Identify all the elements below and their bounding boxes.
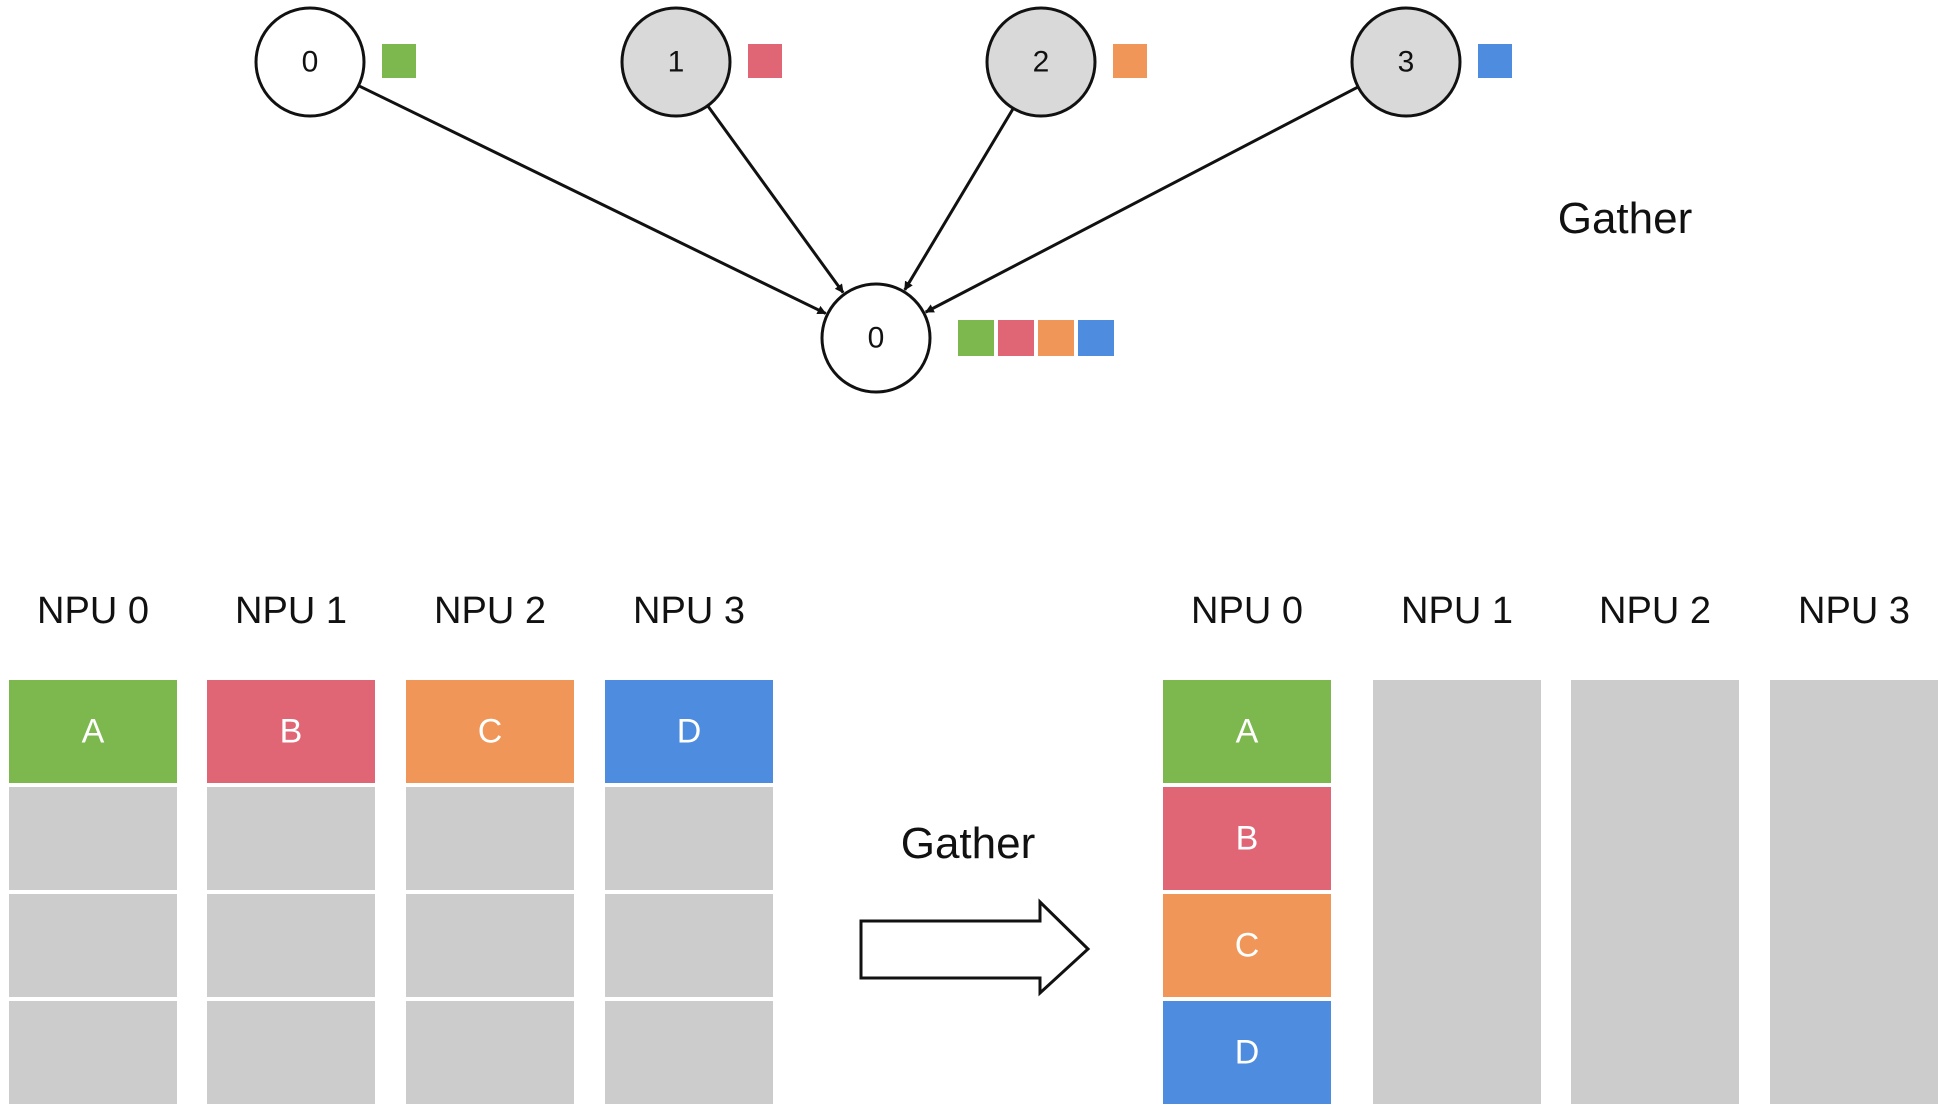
source-node-2 xyxy=(985,6,1097,118)
top-diagram: 0 1 2 3 0 Gather xyxy=(254,6,1693,394)
before-cell-1-3 xyxy=(207,1001,375,1104)
top-op-label: Gather xyxy=(1558,194,1693,243)
after-cell-label-0-1: B xyxy=(1236,820,1259,858)
before-cell-label-1-0: B xyxy=(280,713,303,751)
before-cell-3-2 xyxy=(605,894,773,997)
source-node-label-1: 1 xyxy=(668,46,685,79)
before-cell-0-2 xyxy=(9,894,177,997)
after-column-1 xyxy=(1373,680,1541,1104)
after-cell-0-0 xyxy=(1163,680,1331,783)
before-cell-1-1 xyxy=(207,787,375,890)
before-cell-2-3 xyxy=(406,1001,574,1104)
after-cell-label-0-3: D xyxy=(1235,1034,1260,1072)
gather-arrow-0 xyxy=(357,84,827,315)
before-cell-0-3 xyxy=(9,1001,177,1104)
source-node-label-2: 2 xyxy=(1033,46,1050,79)
source-node-label-3: 3 xyxy=(1398,46,1415,79)
before-npu-grid: NPU 0 A NPU 1 B NPU 2 C NPU 3 D xyxy=(9,590,773,1104)
before-cell-1-2 xyxy=(207,894,375,997)
target-chunk-0 xyxy=(958,320,994,356)
after-cell-0-2 xyxy=(1163,894,1331,997)
before-header-0: NPU 0 xyxy=(37,590,149,632)
before-cell-3-0 xyxy=(605,680,773,783)
source-chunk-2 xyxy=(1113,44,1147,78)
before-cell-2-2 xyxy=(406,894,574,997)
source-chunk-1 xyxy=(748,44,782,78)
target-chunk-1 xyxy=(998,320,1034,356)
after-header-1: NPU 1 xyxy=(1401,590,1513,632)
target-chunk-2 xyxy=(1038,320,1074,356)
before-cell-0-1 xyxy=(9,787,177,890)
source-node-3 xyxy=(1350,6,1462,118)
before-cell-1-0 xyxy=(207,680,375,783)
gather-arrow-3 xyxy=(924,85,1359,314)
before-cell-label-3-0: D xyxy=(677,713,702,751)
before-cell-2-1 xyxy=(406,787,574,890)
before-cell-label-2-0: C xyxy=(478,713,503,751)
after-cell-label-0-2: C xyxy=(1235,927,1260,965)
before-cell-label-0-0: A xyxy=(82,713,105,751)
top-arrows xyxy=(357,84,1359,315)
after-column-2 xyxy=(1571,680,1739,1104)
after-header-2: NPU 2 xyxy=(1599,590,1711,632)
before-header-1: NPU 1 xyxy=(235,590,347,632)
before-cell-0-0 xyxy=(9,680,177,783)
after-header-3: NPU 3 xyxy=(1798,590,1910,632)
source-chunk-3 xyxy=(1478,44,1512,78)
target-node xyxy=(820,282,932,394)
source-node-0 xyxy=(254,6,366,118)
gather-transition: Gather xyxy=(859,819,1091,997)
after-cell-0-1 xyxy=(1163,787,1331,890)
before-header-3: NPU 3 xyxy=(633,590,745,632)
bottom-op-label: Gather xyxy=(901,819,1036,868)
before-cell-3-1 xyxy=(605,787,773,890)
bottom-diagram: NPU 0 A NPU 1 B NPU 2 C NPU 3 D Gather NPU 0 A B C… xyxy=(9,590,1938,1104)
before-cell-2-0 xyxy=(406,680,574,783)
after-header-0: NPU 0 xyxy=(1191,590,1303,632)
after-cell-label-0-0: A xyxy=(1236,713,1259,751)
source-node-1 xyxy=(620,6,732,118)
right-arrow-icon xyxy=(859,898,1091,997)
source-node-label-0: 0 xyxy=(302,46,319,79)
source-chunk-0 xyxy=(382,44,416,78)
top-nodes: 0 1 2 3 0 xyxy=(254,6,1512,394)
gather-arrow-1 xyxy=(706,104,845,294)
before-header-2: NPU 2 xyxy=(434,590,546,632)
after-column-3 xyxy=(1770,680,1938,1104)
after-npu-grid: NPU 0 A B C D NPU 1 NPU 2 NPU 3 xyxy=(1163,590,1938,1104)
target-node-label: 0 xyxy=(868,322,885,355)
gather-arrow-2 xyxy=(903,107,1015,291)
target-chunk-3 xyxy=(1078,320,1114,356)
before-cell-3-3 xyxy=(605,1001,773,1104)
after-cell-0-3 xyxy=(1163,1001,1331,1104)
